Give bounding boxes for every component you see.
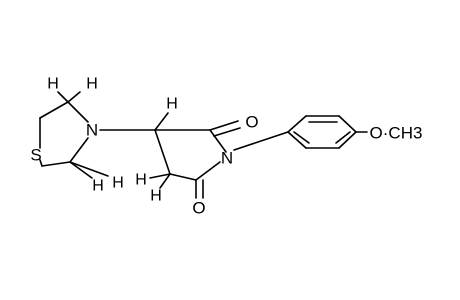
bond-c5-c4: [169, 173, 197, 181]
bond-h-top-right: [67, 91, 81, 103]
atom-h-c3: H: [166, 96, 178, 113]
atom-s-thiomorpholine: S: [30, 146, 41, 165]
atom-h-thio-top-right: H: [86, 76, 98, 93]
atom-h-c4-left: H: [135, 172, 147, 189]
bond-ph-inner-b: [335, 131, 351, 144]
bond-c3-h: [154, 112, 169, 131]
phenyl-ring: [287, 115, 357, 149]
bond-c4-h-right: [159, 173, 171, 189]
bond-ph-1: [287, 115, 307, 133]
bond-n-c5: [195, 161, 221, 181]
succinimide-ring: [149, 112, 241, 199]
bond-ph-4: [338, 131, 357, 149]
atom-methoxy: O·CH3: [370, 124, 423, 143]
bond-ch2-n-top: [67, 101, 89, 123]
bond-c2-o-top-1: [209, 120, 239, 131]
atom-o-top: O: [245, 113, 258, 132]
atom-h-thio-top-left: H: [47, 76, 59, 93]
bond-c4-h-left: [149, 173, 171, 179]
atom-n-thiomorpholine: N: [86, 121, 98, 140]
bond-ch2-bottom-ch2: [41, 161, 71, 167]
atom-h-c4-right: H: [150, 188, 162, 205]
bond-n-phenyl: [233, 131, 289, 151]
thiomorpholine-ring: [39, 91, 109, 179]
bond-ph-inner-c: [293, 131, 310, 144]
bond-h-bottom-right: [69, 161, 109, 177]
bond-ch2-top-ch2: [39, 101, 69, 119]
bond-ph-6: [287, 131, 307, 149]
atom-h-thio-bottom-left: H: [92, 178, 104, 195]
bond-n-ch2-bottom: [69, 137, 89, 163]
atom-h-thio-bottom-right: H: [112, 175, 124, 192]
bond-ch2-s-bottom: [39, 159, 43, 167]
bond-h-top-left: [57, 91, 69, 103]
bond-h-bottom-left: [69, 161, 93, 179]
bond-c4-c3: [154, 129, 171, 175]
bond-ph-3: [338, 115, 357, 133]
bond-c2-o-top-2: [213, 127, 241, 137]
atom-o-bottom: O: [192, 199, 205, 218]
bond-c2-n: [209, 129, 227, 153]
atom-n-imide: N: [221, 149, 233, 168]
